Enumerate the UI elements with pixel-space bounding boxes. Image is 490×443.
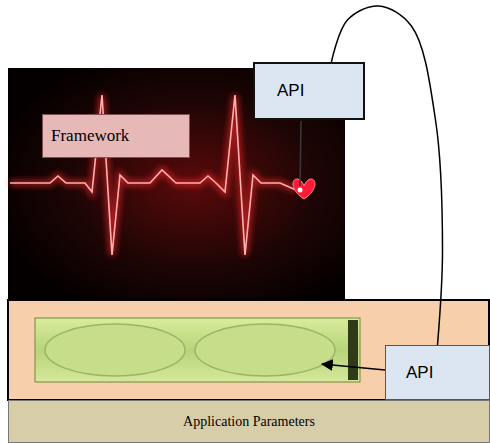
capsule [45, 324, 185, 376]
application-panel [8, 300, 489, 400]
node-label: API [406, 363, 433, 383]
api-box: API [253, 62, 365, 120]
leader-line [300, 121, 301, 186]
node-label: API [277, 81, 304, 101]
framework-box: Framework [42, 114, 190, 158]
heart-point [298, 188, 303, 193]
parameters-band: Application Parameters [8, 400, 490, 443]
image-edge [348, 320, 358, 380]
pointer-arrow [322, 364, 385, 370]
heart-icon [293, 179, 315, 199]
api-connector [331, 6, 442, 345]
capsule [195, 324, 335, 376]
capsule-image [35, 318, 360, 382]
node-label: Application Parameters [183, 414, 315, 430]
node-label: Framework [51, 126, 129, 146]
api-box: API [385, 345, 490, 400]
